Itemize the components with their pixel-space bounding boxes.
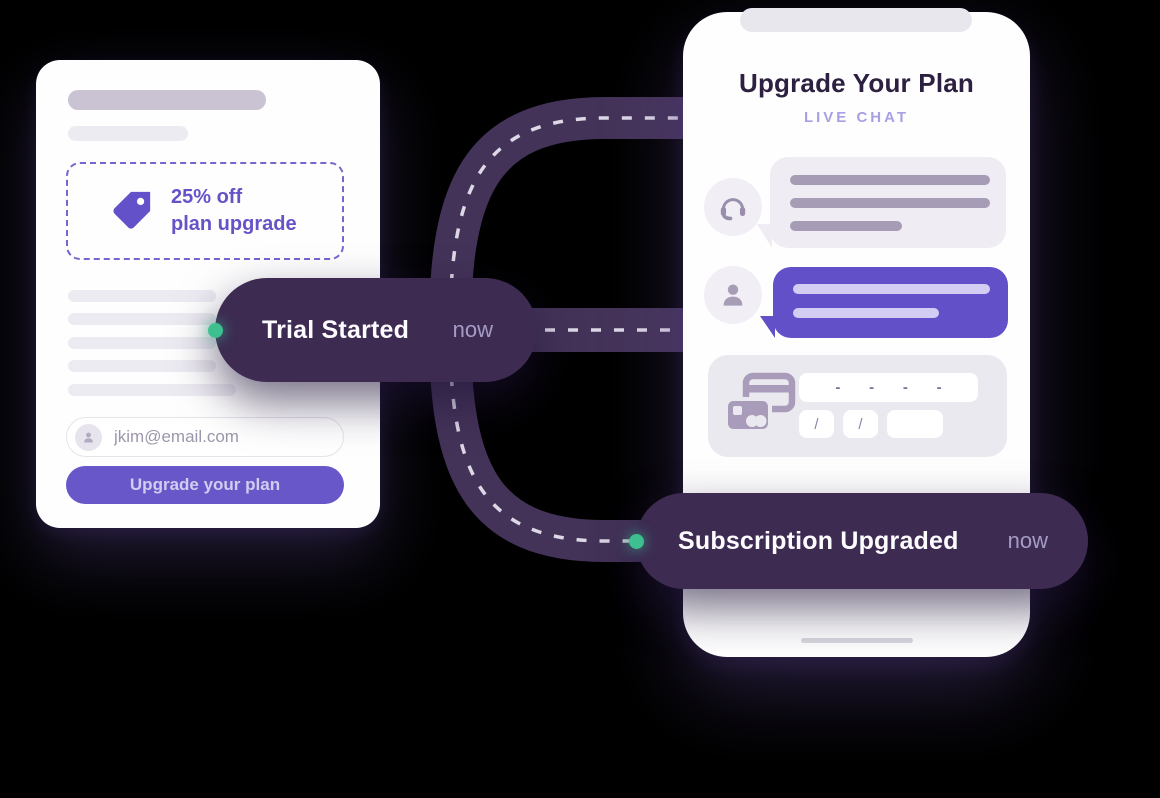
offer-line-2: plan upgrade — [171, 213, 297, 235]
slash: / — [858, 415, 863, 433]
skeleton-line — [68, 313, 216, 325]
offer-line-1: 25% off — [171, 186, 243, 208]
user-chat-bubble — [760, 267, 1008, 338]
chat-text-line — [790, 175, 990, 185]
card-dash: - — [835, 379, 841, 396]
offer-text: 25% off plan upgrade — [171, 184, 297, 238]
person-icon — [723, 284, 743, 306]
card-dash: - — [869, 379, 875, 396]
skeleton-line — [68, 384, 236, 396]
email-input-wrap — [66, 417, 344, 457]
user-avatar-icon — [75, 423, 102, 451]
card-dash: - — [936, 379, 942, 396]
event-time: now — [452, 317, 493, 342]
skeleton-heading — [68, 90, 266, 110]
chat-text-line — [790, 198, 990, 208]
phone-subtitle: LIVE CHAT — [803, 109, 910, 126]
skeleton-subheading — [68, 126, 188, 141]
skeleton-line — [68, 290, 216, 302]
card-dash: - — [902, 379, 908, 396]
user-avatar — [704, 266, 762, 324]
cvc-field[interactable] — [887, 410, 943, 438]
credit-card-icon — [724, 372, 796, 433]
skeleton-line — [68, 360, 216, 372]
event-pill-subscription-upgraded: Subscription Upgraded now — [629, 493, 1088, 589]
phone-title: Upgrade Your Plan — [738, 68, 975, 98]
agent-chat-bubble — [757, 157, 1006, 248]
headset-icon — [720, 198, 746, 221]
expiry-month-field[interactable]: / — [799, 410, 834, 438]
chat-text-line — [793, 308, 939, 318]
chat-text-line — [790, 221, 902, 231]
upgrade-plan-button[interactable]: Upgrade your plan — [66, 466, 344, 504]
discount-offer-box: 25% off plan upgrade — [66, 162, 344, 260]
home-indicator — [801, 638, 913, 643]
slash: / — [814, 415, 819, 433]
event-dot — [208, 322, 223, 338]
expiry-year-field[interactable]: / — [843, 410, 878, 438]
event-label: Subscription Upgraded — [678, 526, 959, 555]
event-time: now — [1007, 528, 1048, 553]
skeleton-line — [68, 337, 216, 349]
event-dot — [629, 533, 644, 549]
event-label: Trial Started — [262, 315, 410, 344]
payment-panel: - - - - / / — [708, 355, 1007, 457]
chat-text-line — [793, 284, 990, 294]
email-field[interactable] — [114, 427, 343, 447]
event-pill-trial-started: Trial Started now — [208, 278, 537, 382]
card-number-field[interactable]: - - - - — [799, 373, 978, 402]
tag-icon — [113, 191, 151, 229]
agent-avatar — [704, 178, 762, 236]
phone-top-sheet — [740, 8, 972, 32]
